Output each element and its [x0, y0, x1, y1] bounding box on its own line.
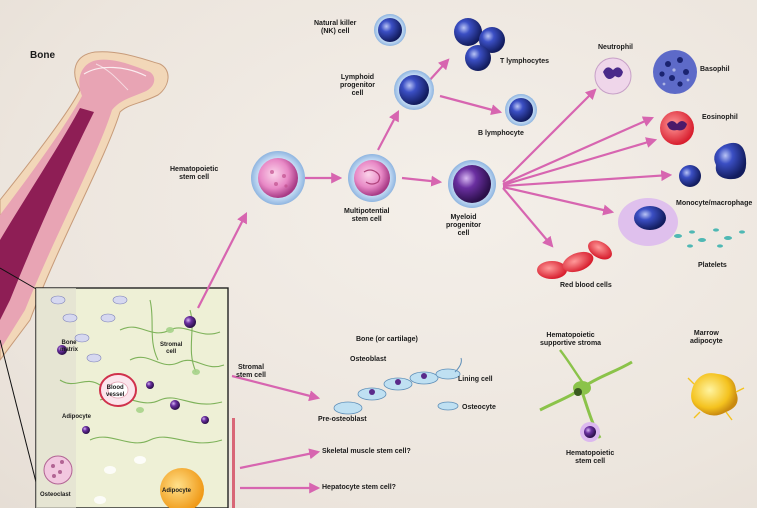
lymphoid-progenitor-cell	[394, 70, 434, 110]
label-t-lymphocytes: T lymphocytes	[500, 58, 549, 66]
macrophage-cloud	[618, 198, 678, 246]
label-nk-cell: Natural killer(NK) cell	[314, 20, 356, 36]
eosinophil	[660, 111, 694, 145]
label-bone: Bone	[30, 52, 55, 60]
label-osteocyte: Osteocyte	[462, 404, 496, 412]
myeloid-progenitor-cell	[448, 160, 496, 208]
hematopoietic-stem-cell	[251, 151, 305, 205]
label-hepatocyte-stem-cell: Hepatocyte stem cell?	[322, 484, 396, 492]
inset-label-osteoclast: Osteoclast	[40, 492, 71, 499]
multipotential-stem-cell	[348, 154, 396, 202]
lineage-arrows	[198, 60, 670, 488]
bone-cartilage-lineage	[334, 358, 461, 414]
t-lymphocytes	[454, 18, 505, 71]
label-red-blood-cells: Red blood cells	[560, 282, 612, 290]
supportive-stroma	[540, 350, 632, 442]
label-lining-cell: Lining cell	[458, 376, 493, 384]
label-eosinophil: Eosinophil	[702, 114, 738, 122]
b-lymphocyte	[505, 94, 537, 126]
label-skeletal-muscle-stem-cell: Skeletal muscle stem cell?	[322, 448, 411, 456]
marrow-adipocyte	[688, 373, 744, 420]
monocyte-macrophage	[679, 143, 746, 187]
marrow-inset	[36, 288, 235, 508]
inset-label-adipocyte: Adipocyte	[62, 414, 91, 421]
label-pre-osteoblast: Pre-osteoblast	[318, 416, 367, 424]
platelets	[674, 228, 745, 247]
label-neutrophil: Neutrophil	[598, 44, 633, 52]
nk-cell	[374, 14, 406, 46]
label-platelets: Platelets	[698, 262, 727, 270]
neutrophil	[595, 58, 631, 94]
label-b-lymphocyte: B lymphocyte	[478, 130, 524, 138]
label-monocyte-macrophage: Monocyte/macrophage	[676, 200, 752, 208]
inset-label-adipocyte-2: Adipocyte	[162, 488, 191, 495]
label-bone-cartilage: Bone (or cartilage)	[356, 336, 418, 344]
label-basophil: Basophil	[700, 66, 730, 74]
label-osteoblast: Osteoblast	[350, 356, 386, 364]
basophil	[653, 50, 697, 94]
